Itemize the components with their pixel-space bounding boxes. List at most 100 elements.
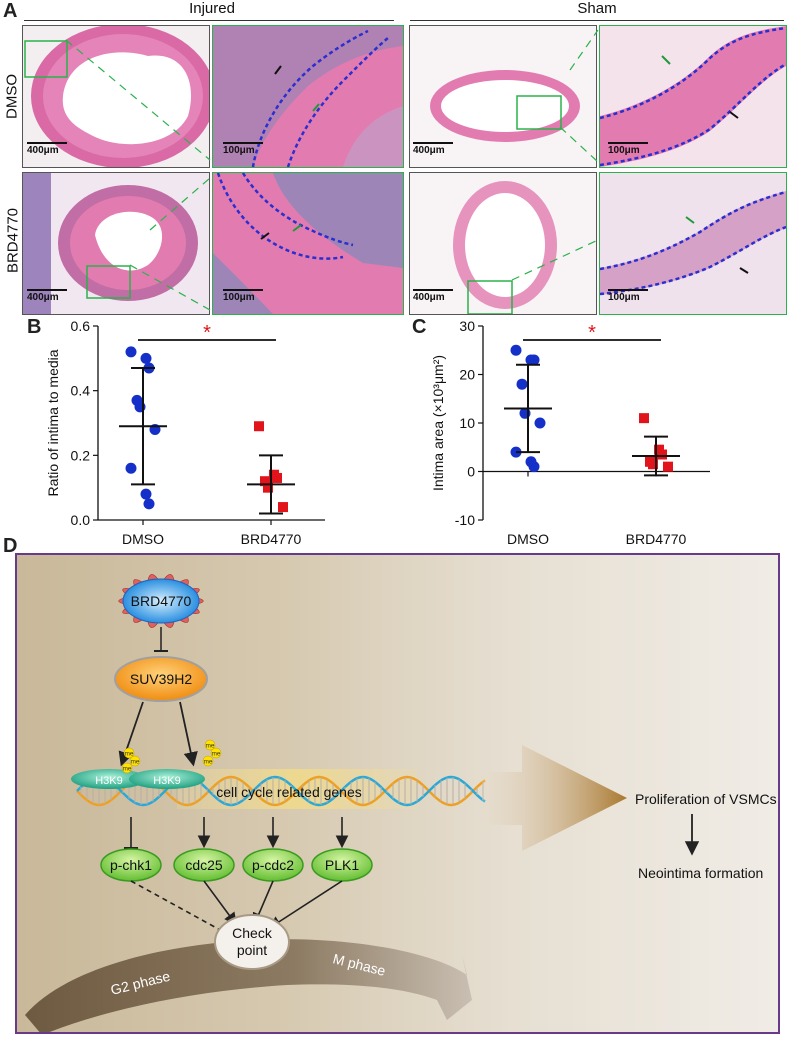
svg-text:p-cdc2: p-cdc2 (252, 857, 294, 873)
chart-c-significance-star: * (588, 322, 596, 344)
chart-b-point-dmso (125, 462, 137, 474)
injured-divider (24, 20, 394, 21)
chart-c-ytick-label: 0 (467, 464, 475, 480)
chart-b-point-brd4770 (263, 482, 273, 493)
svg-text:H3K9: H3K9 (153, 775, 181, 787)
group-sham-label: Sham (577, 0, 617, 17)
panel-c-letter: C (412, 316, 427, 338)
svg-text:H3K9: H3K9 (95, 775, 123, 787)
scale-bar-400-4: 400μm (413, 289, 453, 303)
chart-c-point-brd4770 (648, 459, 658, 470)
chart-b-point-dmso (143, 498, 155, 510)
methyl-dot (123, 747, 135, 759)
target-node-p-cdc2: p-cdc2 (242, 848, 304, 882)
svg-text:SUV39H2: SUV39H2 (130, 671, 192, 687)
methyl-label: me (211, 751, 220, 758)
dna-highlight-band (177, 769, 417, 809)
cell-cycle-arc (25, 939, 472, 1032)
chart-b-point-dmso (140, 352, 152, 364)
chart-b-ytick-label: 0.0 (71, 512, 91, 528)
brd4770-label: BRD4770 (131, 593, 192, 609)
chart-b-point-brd4770 (278, 502, 288, 513)
chart-b-point-dmso (125, 346, 137, 358)
zoom-connectors (65, 29, 599, 311)
outcome-arrow (482, 745, 627, 851)
panel-a-letter: A (3, 0, 18, 22)
methyl-label: me (124, 751, 133, 758)
chart-c-point-dmso (516, 378, 528, 390)
histology-injured-brd-overview (22, 172, 210, 315)
methyl-dot (129, 755, 141, 767)
chart-c-point-brd4770 (657, 449, 667, 460)
methyl-dot (121, 762, 133, 774)
target-node-plk1: PLK1 (311, 848, 373, 882)
histology-sham-dmso-overview (409, 25, 597, 168)
suv39h2-node: SUV39H2 (114, 656, 208, 702)
h3k9-node-2: H3K9 (129, 769, 205, 789)
chart-b-xtick-label: BRD4770 (241, 531, 302, 547)
chart-c-ytick-label: 30 (459, 318, 475, 334)
chart-c-point-brd4770 (663, 461, 673, 472)
methyl-dot (204, 739, 216, 751)
svg-text:point: point (237, 942, 267, 958)
mechanism-diagram: BRD4770 SUV39H2 cell cycle related genes… (15, 553, 780, 1034)
chart-b-point-dmso (140, 488, 152, 500)
chart-c-ylabel: Intima area (×10³μm²) (430, 355, 446, 491)
scale-bar-100-4: 100μm (608, 289, 648, 303)
histology-injured-dmso-overview (22, 25, 210, 168)
chart-b-ytick-label: 0.4 (71, 383, 91, 399)
methyl-label: me (203, 759, 212, 766)
chart-c-ytick-label: 20 (459, 367, 475, 383)
chart-b-xtick-label: DMSO (122, 531, 164, 547)
methyl-label: me (122, 766, 131, 773)
chart-c-point-brd4770 (639, 413, 649, 424)
outcome-neointima: Neointima formation (638, 865, 763, 881)
methyl-dot (210, 747, 222, 759)
methyl-dot (202, 755, 214, 767)
chart-b-ytick-label: 0.2 (71, 447, 91, 463)
chart-c-ytick-label: 10 (459, 415, 475, 431)
chart-c-point-dmso (510, 344, 522, 356)
outcome-proliferation: Proliferation of VSMCs (635, 791, 777, 807)
panel-d-letter: D (3, 535, 18, 557)
histology-sham-brd-overview (409, 172, 597, 315)
group-injured-label: Injured (189, 0, 235, 17)
checkpoint-node: Check point (214, 914, 290, 970)
chart-c-ytick-label: -10 (455, 512, 475, 528)
chart-c-xtick-label: DMSO (507, 531, 549, 547)
histology-injured-dmso-zoom (212, 25, 404, 168)
h3k9-node-1: H3K9 (71, 769, 147, 789)
brd4770-node: BRD4770 (118, 574, 204, 628)
chart-c-point-dmso (528, 354, 540, 366)
svg-text:cdc25: cdc25 (185, 857, 223, 873)
chart-c-point-dmso (528, 461, 540, 473)
scale-bar-100-3: 100μm (223, 289, 263, 303)
chart-b-ylabel: Ratio of intima to media (45, 349, 61, 496)
target-node-cdc25: cdc25 (173, 848, 235, 882)
svg-text:p-chk1: p-chk1 (110, 857, 152, 873)
chart-c-point-dmso (534, 417, 546, 429)
scale-bar-100-1: 100μm (223, 142, 263, 156)
sham-divider (410, 20, 784, 21)
target-node-p-chk1: p-chk1 (100, 848, 162, 882)
methyl-label: me (130, 759, 139, 766)
scale-bar-400-3: 400μm (27, 289, 67, 303)
histology-injured-brd-zoom (212, 172, 404, 315)
methyl-label: me (205, 743, 214, 750)
scale-bar-400-1: 400μm (27, 142, 67, 156)
chart-b-point-brd4770 (254, 421, 264, 432)
scale-bar-100-2: 100μm (608, 142, 648, 156)
chart-b-point-brd4770 (272, 472, 282, 483)
svg-text:Check: Check (232, 925, 273, 941)
chart-b-significance-star: * (203, 322, 211, 344)
dna-label: cell cycle related genes (216, 784, 362, 800)
panel-b-letter: B (27, 316, 42, 338)
scale-bar-400-2: 400μm (413, 142, 453, 156)
chart-b-ytick-label: 0.6 (71, 318, 91, 334)
svg-text:PLK1: PLK1 (325, 857, 359, 873)
chart-b-point-brd4770 (260, 476, 270, 487)
chart-c-xtick-label: BRD4770 (626, 531, 687, 547)
